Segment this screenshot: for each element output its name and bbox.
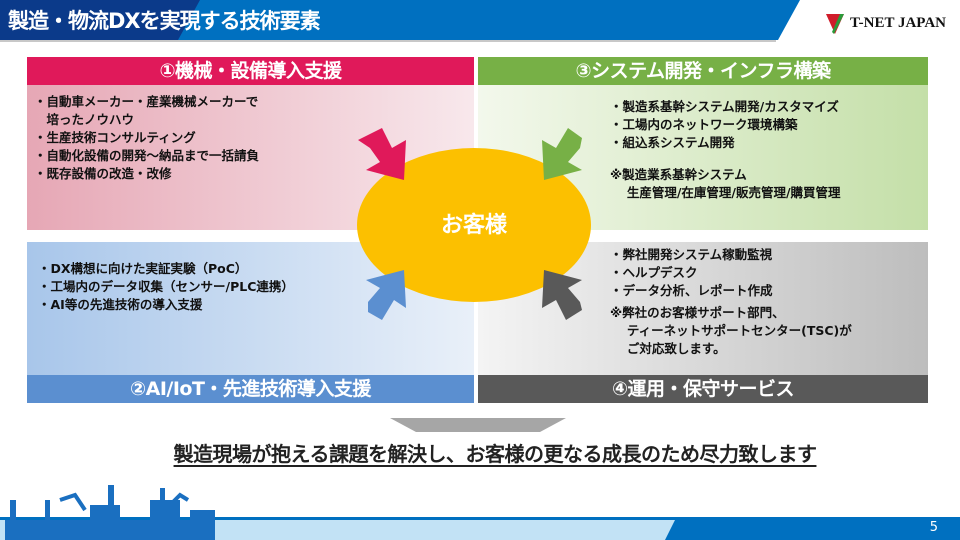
list-item: ・データ分析、レポート作成 xyxy=(610,283,773,298)
quadrant-2-title: ②AI/IoT・先進技術導入支援 xyxy=(27,375,474,403)
list-item: ・組込系システム開発 xyxy=(610,135,735,150)
quadrant-3-title: ③システム開発・インフラ構築 xyxy=(478,57,928,85)
down-arrow-icon xyxy=(390,418,566,432)
page-number: 5 xyxy=(929,520,938,535)
quadrant-1-title: ①機械・設備導入支援 xyxy=(27,57,474,85)
quadrant-2-list: ・DX構想に向けた実証実験（PoC） ・工場内のデータ収集（センサー/PLC連携… xyxy=(38,260,294,314)
note: 生産管理/在庫管理/販売管理/購買管理 xyxy=(610,185,841,200)
customer-label: お客様 xyxy=(440,213,507,238)
list-item: ・ヘルプデスク xyxy=(610,265,698,280)
quadrant-4-title: ④運用・保守サービス xyxy=(478,375,928,403)
list-item: ・製造系基幹システム開発/カスタマイズ xyxy=(610,99,839,114)
list-item: ・工場内のネットワーク環境構築 xyxy=(610,117,798,132)
list-item: ・AI等の先進技術の導入支援 xyxy=(38,297,203,312)
quadrant-4-list: ・弊社開発システム稼動監視 ・ヘルプデスク ・データ分析、レポート作成 ※弊社の… xyxy=(610,246,852,358)
quadrant-3-list: ・製造系基幹システム開発/カスタマイズ ・工場内のネットワーク環境構築 ・組込系… xyxy=(610,98,841,202)
factory-illustration-icon xyxy=(5,485,215,540)
company-logo: T-NET JAPAN xyxy=(826,10,946,36)
list-item: ・工場内のデータ収集（センサー/PLC連携） xyxy=(38,279,294,294)
footer-bar xyxy=(0,485,960,540)
logo-text: T-NET JAPAN xyxy=(850,14,946,31)
quadrant-1-list: ・自動車メーカー・産業機械メーカーで 培ったノウハウ ・生産技術コンサルティング… xyxy=(34,93,259,183)
note: ティーネットサポートセンター(TSC)が xyxy=(610,323,852,338)
note: ご対応致します。 xyxy=(610,341,726,356)
list-item: ・弊社開発システム稼動監視 xyxy=(610,247,773,262)
list-item: 培ったノウハウ xyxy=(34,112,135,127)
list-item: ・自動化設備の開発～納品まで一括請負 xyxy=(34,148,260,163)
note: ※弊社のお客様サポート部門、 xyxy=(610,305,785,320)
list-item: ・既存設備の改造・改修 xyxy=(34,166,172,181)
tagline: 製造現場が抱える課題を解決し、お客様の更なる成長のため尽力致します xyxy=(173,442,817,466)
page-title: 製造・物流DXを実現する技術要素 xyxy=(8,9,321,33)
list-item: ・生産技術コンサルティング xyxy=(34,130,196,145)
note: ※製造業系基幹システム xyxy=(610,167,747,182)
logo-icon xyxy=(826,14,844,34)
header-bar: 製造・物流DXを実現する技術要素 T-NET JAPAN xyxy=(0,0,960,42)
list-item: ・自動車メーカー・産業機械メーカーで xyxy=(34,94,259,109)
list-item: ・DX構想に向けた実証実験（PoC） xyxy=(38,261,248,276)
